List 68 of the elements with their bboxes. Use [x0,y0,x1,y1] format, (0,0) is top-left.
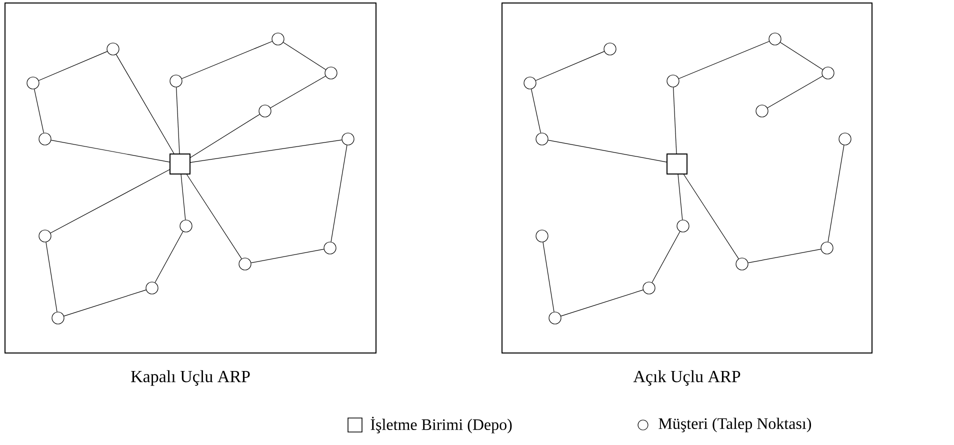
customer-circle [756,104,768,118]
route-line [38,51,108,81]
panel: Kapalı Uçlu ARP [4,2,376,386]
route-line [652,231,680,283]
route-line [50,140,170,162]
route-line [180,174,186,220]
route-line [283,42,326,70]
depot-square [170,154,190,174]
route-line [748,248,822,264]
route-line [560,290,644,316]
customer-circle [106,42,120,56]
route-line [182,41,272,79]
customer-circle [536,132,548,146]
customer-circle [604,42,616,56]
customer-circle [820,242,834,254]
customer-circle [536,230,548,242]
customer-circle [38,132,52,146]
customer-circle [822,66,834,80]
customer-circle [838,132,852,146]
customer-circle [324,242,336,254]
customer-circle [38,230,52,242]
customer-circle [342,132,354,146]
route-line [154,231,184,283]
route-line [116,54,174,154]
route-line [250,248,324,264]
route-line [190,140,342,163]
legend-text: İşletme Birimi (Depo) [370,416,512,434]
depot-square [666,154,688,174]
customer-circle [676,220,690,232]
route-line [46,242,58,312]
route-line [542,242,554,312]
customer-circle [26,76,40,90]
route-line [190,114,260,158]
customer-circle [170,74,182,88]
customer-circle [180,220,192,232]
customer-circle [666,74,680,88]
customer-circle [52,312,64,324]
route-line [684,174,739,260]
route-line [767,76,823,108]
route-line [330,144,348,242]
customer-circle [146,282,158,294]
customer-circle [768,32,782,46]
route-line [176,87,180,154]
route-line [678,174,683,220]
node-label: Kapalı Uçlu ARP [131,370,250,386]
route-line [531,88,541,134]
route-line [828,144,844,242]
route-line [270,76,326,108]
route-line [678,41,770,79]
node-label: Açık Uçlu ARP [633,370,740,386]
route-line [50,169,170,234]
legend-text: Müşteri (Talep Noktası) [658,418,812,432]
customer-circle [524,76,536,90]
customer-circle [272,32,284,46]
customer-circle [548,312,562,324]
route-line [673,87,677,154]
customer-circle [736,258,748,270]
panel: Açık Uçlu ARP [502,2,872,386]
customer-circle [238,258,252,270]
route-line [780,42,823,70]
route-line [548,140,667,162]
customer-circle [642,282,656,294]
route-line [64,290,146,316]
customer-circle [258,104,272,118]
route-line [536,51,604,81]
route-line [34,88,44,134]
route-line [186,174,242,260]
customer-circle [324,66,338,80]
